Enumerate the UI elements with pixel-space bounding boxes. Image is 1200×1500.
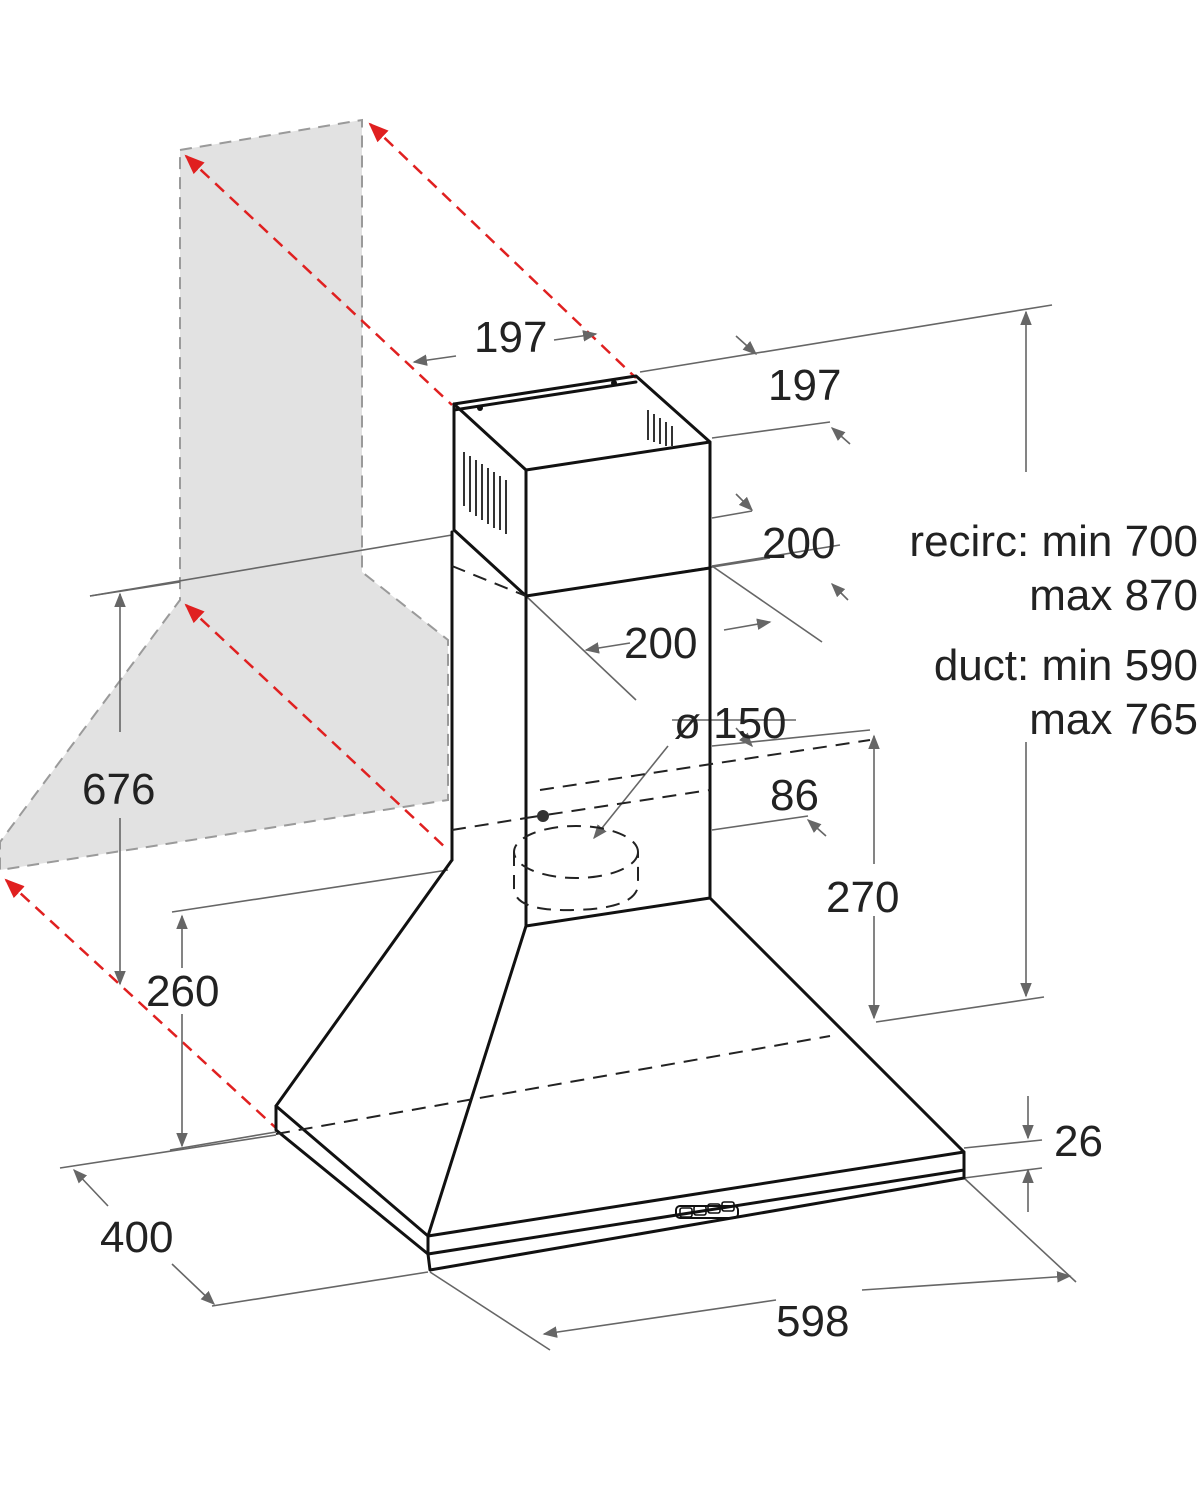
dimension-labels: 197 197 200 200 ø 150 86 676 260 270 26 …: [82, 313, 1103, 1346]
recirc-min-line: recirc: min 700: [909, 517, 1198, 566]
chimney-upper: [452, 374, 712, 598]
vent-slots-right: [647, 410, 673, 446]
label-chimney-width-top: 197: [474, 313, 547, 362]
label-depth: 400: [100, 1213, 173, 1262]
recirc-max-line: max 870: [1029, 571, 1198, 620]
canopy: [274, 858, 966, 1272]
label-chimney-depth-top: 197: [768, 361, 841, 410]
chimney-height-legend: recirc: min 700 max 870 duct: min 590 ma…: [909, 517, 1198, 744]
label-outlet-height: 270: [826, 873, 899, 922]
vent-slots-left: [463, 452, 507, 534]
label-width: 598: [776, 1297, 849, 1346]
control-buttons[interactable]: [675, 1201, 739, 1219]
wall-silhouette: [0, 118, 449, 872]
label-outlet-diameter: ø 150: [674, 699, 787, 748]
label-chimney-width-lower: 200: [762, 519, 835, 568]
label-canopy-height: 260: [146, 967, 219, 1016]
label-outlet-offset: 86: [770, 771, 819, 820]
dimension-arrows: [73, 310, 1072, 1338]
duct-max-line: max 765: [1029, 695, 1198, 744]
label-rim-height: 26: [1054, 1117, 1103, 1166]
label-chimney-depth-lower: 200: [624, 619, 697, 668]
duct-min-line: duct: min 590: [934, 641, 1198, 690]
label-wall-height: 676: [82, 765, 155, 814]
outlet-ring: [513, 825, 639, 912]
chimney-lower: [450, 530, 871, 928]
